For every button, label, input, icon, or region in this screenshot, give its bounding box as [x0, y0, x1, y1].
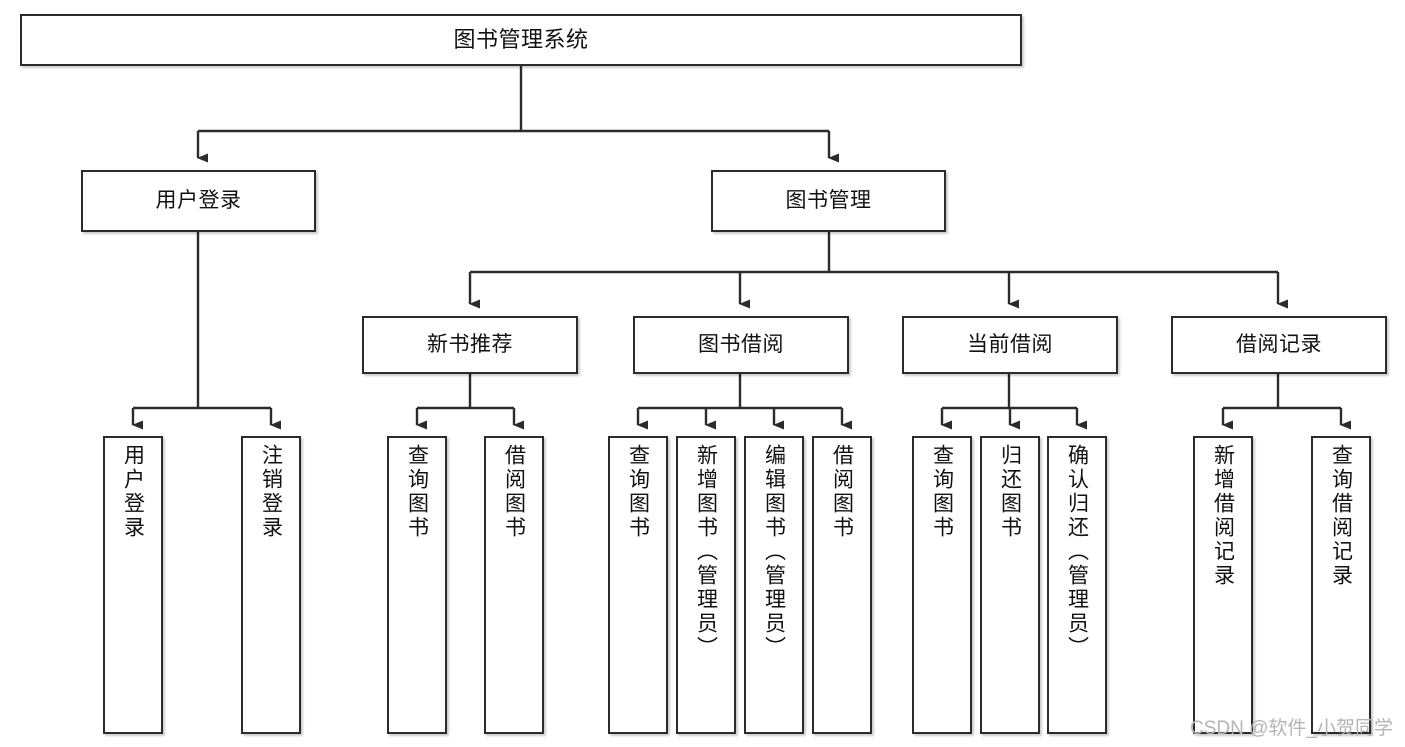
node-leaf-add-record-label: 新增借阅记录 [1211, 444, 1235, 588]
node-leaf-borrow-book-2[interactable]: 借阅图书 [812, 436, 872, 734]
node-leaf-query-book-1-label: 查询图书 [405, 444, 429, 540]
node-leaf-user-login-label: 用户登录 [121, 444, 145, 540]
node-leaf-query-book-2-label: 查询图书 [626, 444, 650, 540]
node-current-borrow[interactable]: 当前借阅 [902, 316, 1118, 374]
node-leaf-logout-login-label: 注销登录 [259, 444, 283, 540]
node-leaf-user-login[interactable]: 用户登录 [103, 436, 163, 734]
node-user-login[interactable]: 用户登录 [81, 170, 316, 232]
node-leaf-return-book[interactable]: 归还图书 [980, 436, 1040, 734]
node-leaf-borrow-book-1[interactable]: 借阅图书 [484, 436, 544, 734]
node-root-book-management-system[interactable]: 图书管理系统 [20, 14, 1022, 66]
node-borrow-record[interactable]: 借阅记录 [1171, 316, 1387, 374]
node-leaf-edit-book[interactable]: 编辑图书（管理员） [744, 436, 804, 734]
node-current-borrow-label: 当前借阅 [967, 332, 1053, 356]
node-leaf-add-record[interactable]: 新增借阅记录 [1193, 436, 1253, 734]
node-leaf-confirm-return-label: 确认归还（管理员） [1065, 444, 1089, 660]
node-leaf-query-book-2[interactable]: 查询图书 [608, 436, 668, 734]
node-book-borrow[interactable]: 图书借阅 [633, 316, 849, 374]
node-book-management[interactable]: 图书管理 [711, 170, 946, 232]
node-book-borrow-label: 图书借阅 [698, 332, 784, 356]
node-leaf-query-record[interactable]: 查询借阅记录 [1311, 436, 1371, 734]
node-book-management-label: 图书管理 [785, 188, 872, 212]
node-leaf-query-book-3[interactable]: 查询图书 [912, 436, 972, 734]
node-leaf-add-book[interactable]: 新增图书（管理员） [676, 436, 736, 734]
node-leaf-return-book-label: 归还图书 [998, 444, 1022, 540]
node-leaf-borrow-book-2-label: 借阅图书 [830, 444, 854, 540]
node-leaf-borrow-book-1-label: 借阅图书 [502, 444, 526, 540]
node-leaf-confirm-return[interactable]: 确认归还（管理员） [1047, 436, 1107, 734]
node-leaf-logout-login[interactable]: 注销登录 [241, 436, 301, 734]
node-new-book-recommend[interactable]: 新书推荐 [362, 316, 578, 374]
node-leaf-add-book-label: 新增图书（管理员） [694, 444, 718, 660]
node-leaf-query-book-1[interactable]: 查询图书 [387, 436, 447, 734]
node-user-login-label: 用户登录 [155, 188, 242, 212]
node-root-label: 图书管理系统 [453, 27, 589, 53]
node-leaf-query-book-3-label: 查询图书 [930, 444, 954, 540]
node-leaf-edit-book-label: 编辑图书（管理员） [762, 444, 786, 660]
node-leaf-query-record-label: 查询借阅记录 [1329, 444, 1353, 588]
node-borrow-record-label: 借阅记录 [1236, 332, 1322, 356]
node-new-book-recommend-label: 新书推荐 [427, 332, 513, 356]
